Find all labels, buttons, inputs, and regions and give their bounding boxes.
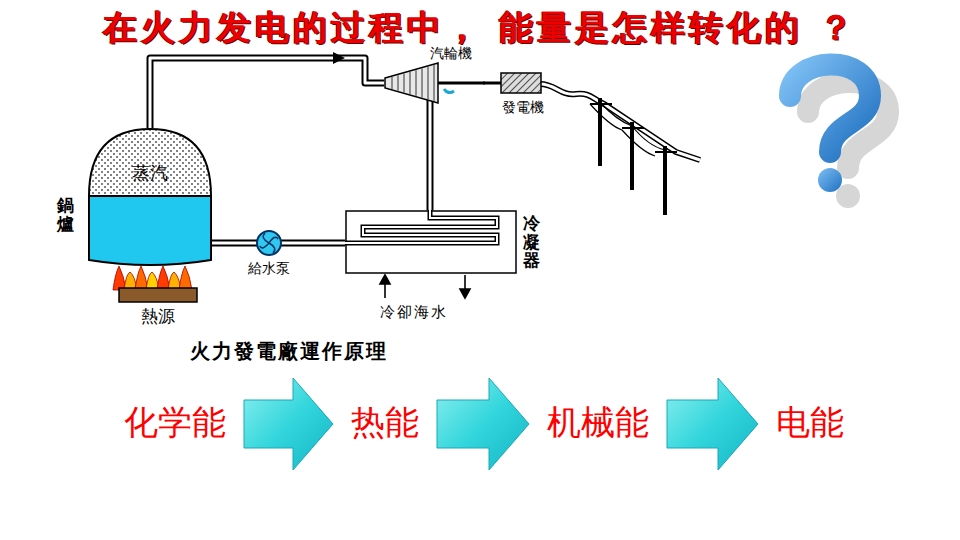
boiler-shape [88, 128, 212, 268]
turbine-blade [404, 74, 405, 93]
slide-title: 在火力发电的过程中， 能量是怎样转化的 ？ [0, 6, 960, 48]
turbine-blade [410, 72, 411, 94]
connector [244, 378, 333, 470]
turbine-blade [428, 67, 429, 99]
connector [667, 378, 758, 470]
node-label: 給水泵 [236, 260, 302, 278]
pipe [150, 58, 384, 128]
cooling-coil [345, 210, 497, 243]
turbine-blade [434, 65, 435, 101]
pipe [429, 99, 432, 210]
node-label: 蒸汽 [88, 162, 212, 185]
cooling-water-arrow [380, 275, 470, 298]
power-line [540, 84, 700, 160]
water-body [89, 196, 211, 265]
condenser-shell [346, 211, 516, 273]
heat-source: 熱源 [105, 264, 211, 326]
turbine-blade [416, 70, 417, 96]
energy-label: 机械能 [547, 402, 649, 442]
energy-label: 电能 [776, 402, 844, 442]
connector [430, 99, 431, 210]
connector [483, 83, 501, 84]
flame [113, 266, 126, 290]
pipe [296, 242, 345, 245]
shaft [483, 82, 501, 85]
flame [179, 266, 192, 290]
boiler: 蒸汽鍋爐 [88, 128, 212, 268]
node-label: 發電機 [498, 99, 548, 117]
node-label: 鍋爐 [57, 196, 74, 233]
connector [296, 243, 345, 244]
pump-casing [257, 231, 281, 255]
energy-form: 电能 [772, 400, 848, 444]
cooling-coil [345, 210, 497, 243]
generator: 發電機 [500, 73, 550, 119]
connector [211, 243, 242, 244]
diagram-caption: 火力發電廠運作原理 [190, 338, 388, 365]
turbine-casing [385, 63, 438, 103]
energy-form: 机械能 [543, 400, 653, 444]
question-mark-icon [790, 64, 888, 208]
steam-turbine: 汽輪機 [380, 45, 485, 107]
energy-label: 化学能 [124, 402, 226, 442]
turbine-blade [422, 69, 423, 98]
condenser-shape [345, 210, 545, 274]
generator-body [501, 73, 541, 93]
impeller [260, 233, 278, 253]
pipe [211, 240, 242, 247]
steam-dome [89, 129, 211, 196]
feed-pump: 給水泵 [242, 228, 296, 280]
pipe [150, 58, 384, 128]
arrowhead [333, 52, 345, 64]
node-label: 熱源 [105, 306, 211, 327]
bearing [444, 89, 454, 93]
flame [157, 266, 170, 290]
shaft [438, 82, 485, 85]
condenser: 冷凝器 [345, 210, 545, 274]
node-label: 冷凝器 [523, 214, 540, 270]
pipe [296, 240, 345, 247]
block-arrow [437, 378, 529, 470]
utility-pole [590, 98, 677, 215]
node-label: 汽輪機 [430, 45, 472, 63]
connector [150, 52, 384, 128]
energy-form: 化学能 [120, 400, 230, 444]
flame [135, 266, 148, 290]
energy-form: 热能 [347, 400, 423, 444]
part-label: 冷卻海水 [380, 303, 448, 322]
turbine-blade [392, 77, 393, 89]
pipe [211, 242, 242, 245]
block-arrow [667, 378, 758, 470]
connector [437, 378, 529, 470]
turbine-blade [398, 75, 399, 90]
fuel-bed [119, 288, 197, 302]
block-arrow [244, 378, 333, 470]
pipe [427, 99, 434, 210]
energy-label: 热能 [351, 402, 419, 442]
